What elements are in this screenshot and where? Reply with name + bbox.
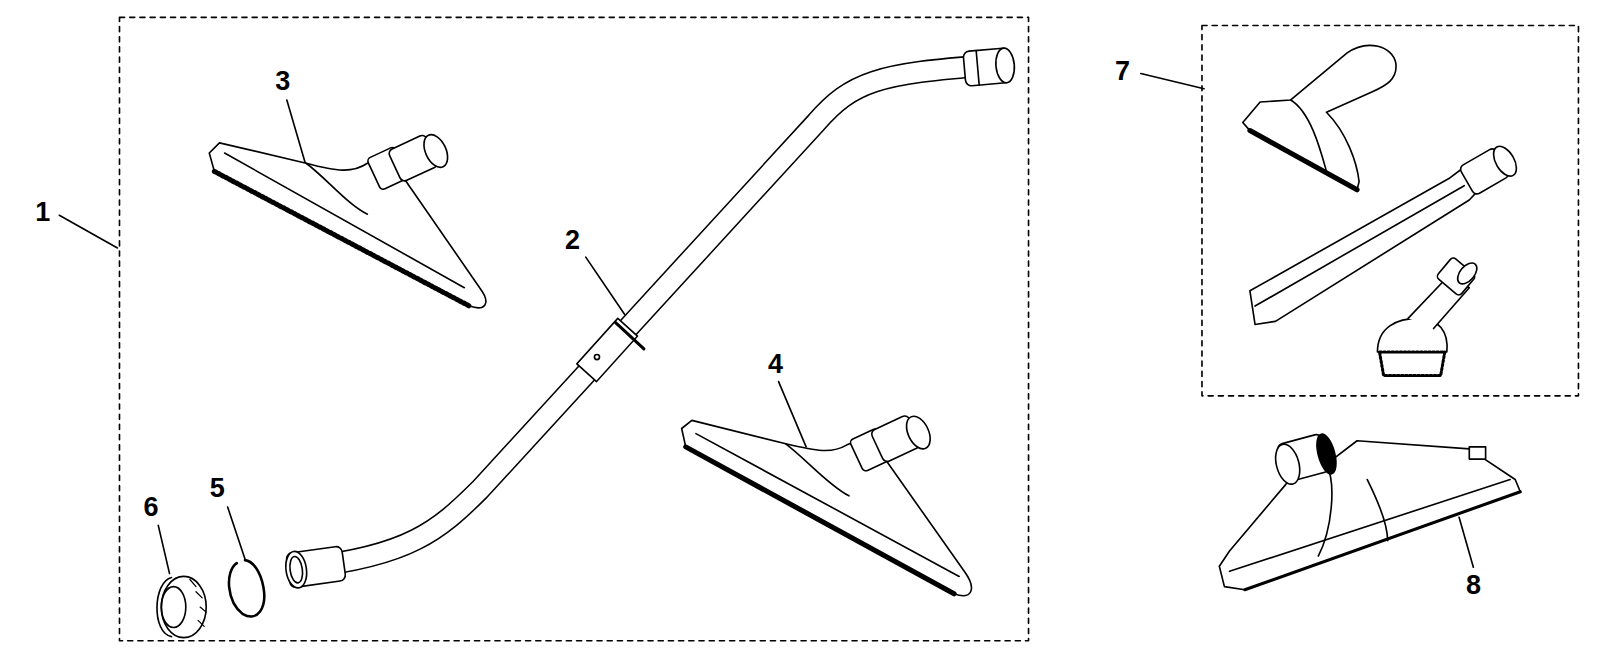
- callout-number: 2: [565, 227, 580, 254]
- squeegee-nozzle: [682, 413, 972, 596]
- callout-number: 7: [1115, 58, 1130, 85]
- retaining-ring: [229, 560, 264, 616]
- callout-number: 6: [144, 494, 159, 521]
- kit-group-box: [119, 17, 1028, 640]
- callout-number: 1: [35, 199, 50, 226]
- hose-nut: [157, 576, 206, 637]
- floor-brush: [209, 131, 486, 308]
- callout-number: 3: [275, 68, 290, 95]
- crevice-tool: [1250, 142, 1521, 324]
- floor-nozzle: [1219, 432, 1520, 590]
- callout-number: 4: [768, 351, 783, 378]
- utility-nozzle: [1243, 45, 1396, 189]
- callout-number: 5: [210, 475, 225, 502]
- dusting-brush: [1377, 256, 1480, 375]
- tool-group-box: [1202, 26, 1578, 396]
- callout-number: 8: [1466, 572, 1481, 599]
